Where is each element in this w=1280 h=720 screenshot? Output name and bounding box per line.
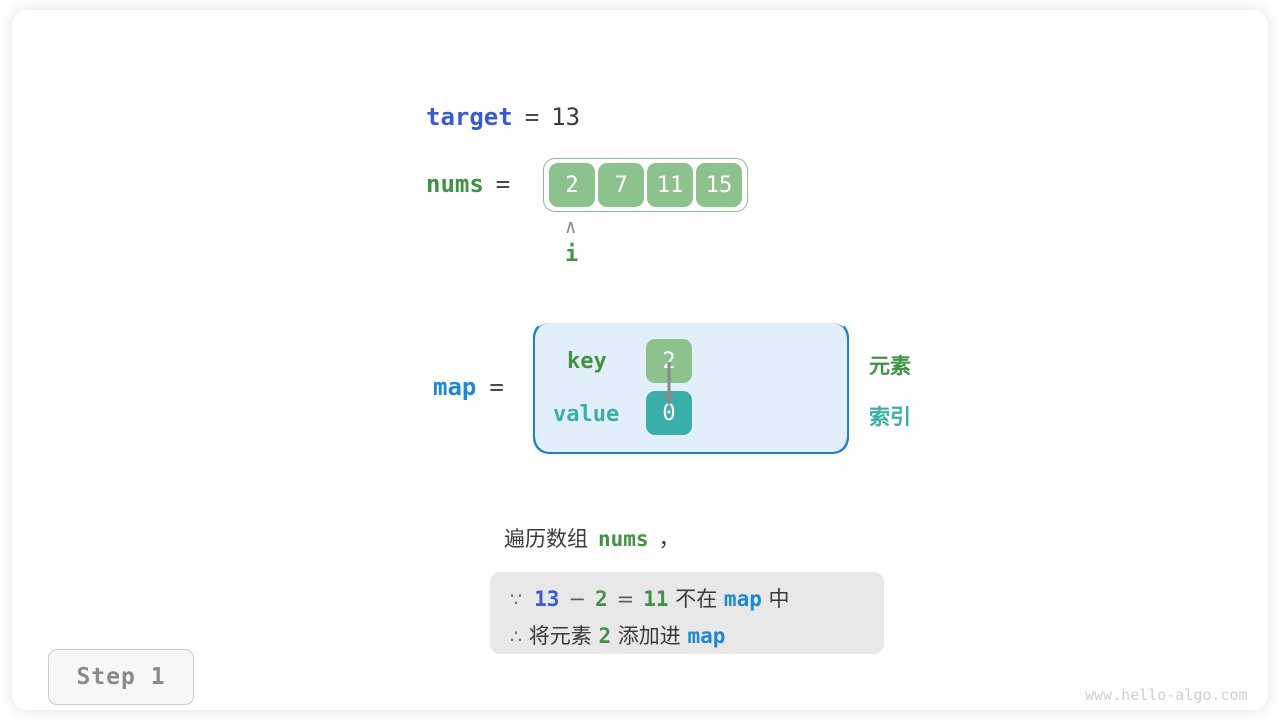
reason-box: ∵ 13 − 2 = 11 不在 map 中 ∴ 将元素 2 添加进 map bbox=[490, 572, 884, 654]
reason-target-value: 13 bbox=[534, 587, 560, 611]
narration-text: 遍历数组 nums ， bbox=[504, 523, 680, 553]
reason-complement-value: 11 bbox=[643, 587, 669, 611]
index-pointer-label: i bbox=[565, 242, 579, 267]
array-cell: 11 bbox=[647, 163, 693, 207]
reason-current-value: 2 bbox=[595, 587, 608, 611]
step-badge: Step 1 bbox=[48, 649, 194, 705]
map-equals-sign: = bbox=[489, 373, 504, 401]
reason-line-therefore: ∴ 将元素 2 添加进 map bbox=[510, 620, 725, 650]
map-row: map = bbox=[433, 373, 504, 401]
nums-label: nums bbox=[426, 170, 484, 198]
map-key-label: key bbox=[567, 349, 607, 374]
therefore-symbol-icon: ∴ bbox=[510, 626, 523, 648]
reason-text-add-into: 添加进 bbox=[611, 624, 688, 648]
nums-array: 2 7 11 15 bbox=[543, 158, 748, 212]
narration-var: nums bbox=[598, 527, 649, 551]
target-equals-sign: = bbox=[524, 103, 540, 131]
legend-element: 元素 bbox=[869, 354, 911, 378]
target-value: 13 bbox=[551, 103, 581, 131]
reason-map-ref: map bbox=[723, 587, 762, 611]
reason-added-value: 2 bbox=[598, 624, 612, 648]
reason-map-ref-2: map bbox=[687, 624, 726, 648]
nums-row: nums = bbox=[426, 170, 522, 198]
array-cell: 15 bbox=[696, 163, 742, 207]
reason-text-add-element: 将元素 bbox=[522, 624, 599, 648]
target-label: target bbox=[426, 103, 513, 131]
narration-prefix: 遍历数组 bbox=[504, 527, 588, 551]
key-to-value-arrow-icon bbox=[663, 362, 675, 406]
nums-equals-sign: = bbox=[495, 170, 511, 198]
because-symbol-icon: ∵ bbox=[510, 589, 523, 611]
map-label: map bbox=[433, 373, 477, 401]
reason-text-not-in: 不在 bbox=[668, 587, 724, 611]
reason-text-in: 中 bbox=[761, 587, 790, 611]
reason-line-because: ∵ 13 − 2 = 11 不在 map 中 bbox=[510, 583, 790, 613]
map-value-label: value bbox=[553, 402, 620, 427]
diagram-canvas: target = 13 nums = 2 7 11 15 ∧ i map = k… bbox=[12, 10, 1268, 710]
watermark: www.hello-algo.com bbox=[1085, 686, 1248, 704]
narration-suffix: ， bbox=[658, 527, 680, 551]
map-container bbox=[532, 320, 850, 455]
legend-index: 索引 bbox=[869, 405, 911, 429]
index-pointer-caret-icon: ∧ bbox=[565, 216, 577, 238]
reason-minus-op: − bbox=[568, 587, 586, 611]
array-cell: 2 bbox=[549, 163, 595, 207]
reason-equals-op: = bbox=[616, 587, 635, 611]
target-row: target = 13 bbox=[426, 103, 580, 131]
array-cell: 7 bbox=[598, 163, 644, 207]
